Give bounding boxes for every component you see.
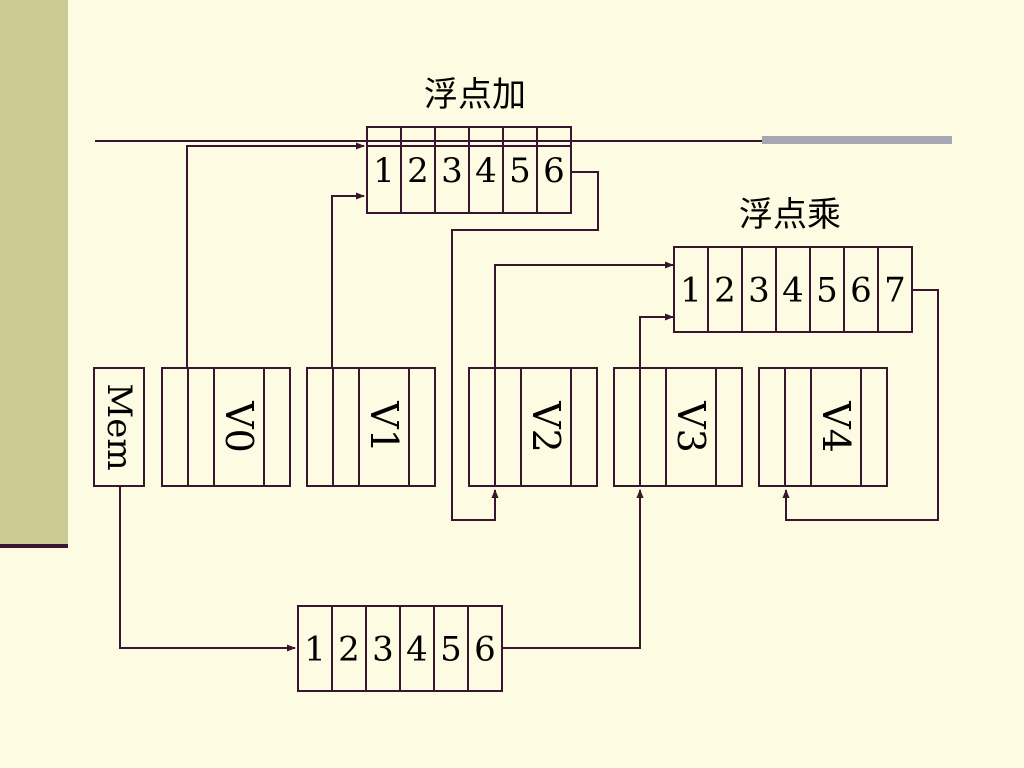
mul-stage-number: 3 [748,271,770,311]
mul-stage-number: 4 [782,271,804,311]
register-v3-label: V3 [669,400,713,453]
register-v1-box [306,367,436,487]
mem-label: Mem [99,383,139,470]
register-v3-box [613,367,743,487]
add-to-v2-connector [451,171,599,521]
accent-bar [762,136,952,144]
register-v0-box [161,367,291,487]
add-stage-number: 3 [441,151,463,191]
mem-stage-number: 4 [406,630,428,670]
pipeline-to-v3-connector [503,489,644,649]
mem-stage-cell [467,605,503,692]
add-stage-number: 6 [543,151,565,191]
fp-add-title: 浮点加 [424,75,526,115]
mem-stage-number: 6 [474,630,496,670]
decorative-sidebar [0,0,68,546]
mem-stage-number: 2 [338,630,360,670]
add-stage-number: 1 [373,151,395,191]
v2-to-mul-connector [494,261,674,368]
register-v4-box [758,367,888,487]
mem-stage-number: 1 [304,630,326,670]
register-v2-box [468,367,598,487]
register-v0-label: V0 [217,400,261,453]
fp-mul-title: 浮点乘 [739,195,841,235]
add-stage-number: 5 [509,151,531,191]
register-v2-label: V2 [524,400,568,453]
mul-stage-number: 2 [714,271,736,311]
mem-stage-number: 3 [372,630,394,670]
mem-to-pipeline-connector [119,486,296,652]
v1-to-add-connector [331,192,365,368]
mem-stage-number: 5 [440,630,462,670]
register-v4-label: V4 [814,400,858,453]
add-stage-number: 2 [407,151,429,191]
sidebar-underline [0,544,68,548]
v0-to-add-connector [186,142,365,368]
register-v1-label: V1 [362,400,406,453]
vector-registers: V0 V1 V2 V3 V4 [161,367,888,487]
add-stage-number: 4 [475,151,497,191]
mul-stage-cell [877,246,913,333]
mul-stage-number: 1 [680,271,702,311]
mul-stage-number: 6 [850,271,872,311]
mul-to-v4-connector [782,289,939,521]
v3-to-mul-connector [639,313,674,368]
mul-stage-number: 5 [816,271,838,311]
mul-stage-number: 7 [884,271,906,311]
